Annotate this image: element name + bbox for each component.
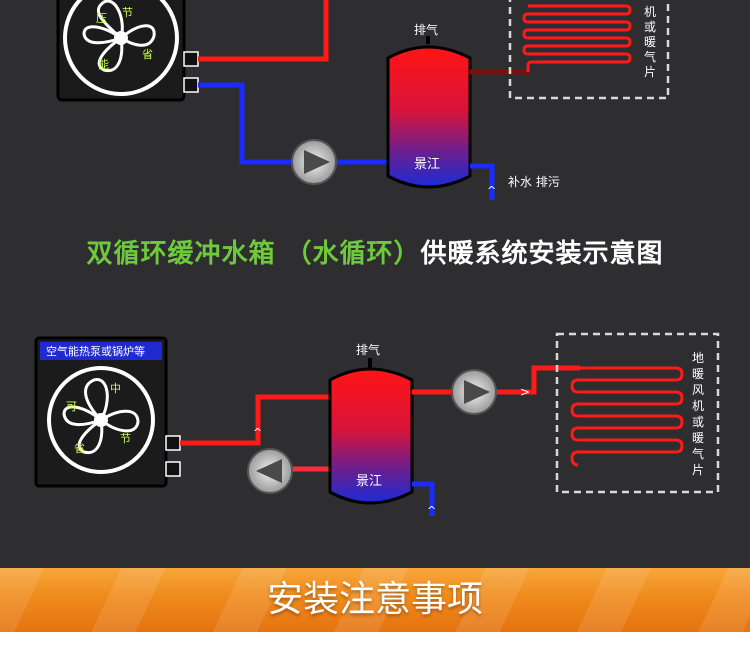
bottom-emitter-char-1: 地 [692, 351, 704, 365]
bottom-emitter-char-4: 机 [692, 399, 704, 413]
top-emitter-box: 机 或 暖 气 片 [508, 0, 670, 100]
bottom-drain-arrow-icon: ^ [427, 504, 436, 517]
top-emitter-char-1: 机 [644, 5, 656, 19]
bottom-makeup-drain-pipe [412, 481, 435, 516]
bottom-fan-char-1: 中 [110, 382, 121, 395]
diagram-title-green: 双循环缓冲水箱 （水循环） [86, 239, 421, 269]
top-fan-char-4: 能 [98, 57, 109, 71]
top-fan-char-3: 省 [142, 48, 153, 61]
top-circulation-pump [291, 139, 337, 185]
top-drain-arrow-icon: ^ [487, 184, 496, 197]
bottom-buffer-tank: 排气 景江 [328, 342, 414, 505]
bottom-heat-source-pump [247, 448, 293, 494]
bottom-fan-icon [62, 378, 140, 455]
bottom-exhaust-label: 排气 [356, 342, 380, 357]
bottom-tank-label: 景江 [356, 474, 382, 489]
top-fan-char-1: 压 [96, 12, 107, 25]
bottom-emitter-pump [451, 369, 497, 415]
bottom-emitter-char-6: 暖 [692, 431, 704, 445]
top-outlet-port [183, 51, 199, 67]
bottom-heat-pump-unit: 空气能热泵或锅炉等 中 可 节 省 [34, 336, 181, 488]
bottom-emitter-char-3: 风 [692, 383, 704, 397]
bottom-emitter-char-7: 气 [692, 446, 704, 461]
top-makeup-drain-label: 补水 排污 [508, 175, 560, 189]
bottom-emitter-supply-pipe-b [496, 365, 580, 395]
bottom-emitter-arrow-icon: > [520, 385, 530, 399]
top-fan-char-2: 节 [122, 6, 133, 19]
diagram-title-white: 供暖系统安装示意图 [420, 239, 664, 269]
bottom-white-strip [0, 632, 750, 651]
bottom-emitter-char-2: 暖 [692, 367, 704, 381]
top-emitter-char-4: 气 [644, 49, 656, 64]
bottom-outlet-port [165, 435, 181, 451]
top-emitter-char-2: 或 [644, 20, 656, 34]
top-exhaust-label: 排气 [414, 22, 438, 37]
diagram-title: 双循环缓冲水箱 （水循环）供暖系统安装示意图 [0, 232, 750, 276]
section-banner: 安装注意事项 [0, 568, 750, 632]
top-cold-return-pipe [198, 82, 292, 165]
bottom-emitter-box: 地 暖 风 机 或 暖 气 片 [555, 332, 720, 494]
top-emitter-char-5: 片 [644, 65, 656, 79]
bottom-hot-supply-pipe [180, 394, 330, 446]
bottom-emitter-char-8: 片 [692, 463, 704, 477]
bottom-heat-source-label-bg [40, 342, 162, 360]
top-tank-label: 景江 [414, 157, 440, 172]
top-heat-pump-unit: 压 节 省 能 [56, 0, 199, 102]
section-banner-text: 安装注意事项 [266, 579, 483, 620]
bottom-heat-source-pump-arrow-icon [256, 459, 282, 483]
top-floor-heating-coil [522, 4, 632, 72]
top-fan-icon [82, 0, 156, 73]
top-makeup-drain-pipe [470, 163, 495, 200]
bottom-emitter-pump-arrow-icon [464, 380, 490, 404]
top-buffer-tank: 排气 景江 [386, 22, 472, 189]
top-inlet-port [183, 77, 199, 93]
top-diagram: 压 节 省 能 排气 景江 ^ 补水 排污 [56, 0, 670, 200]
bottom-floor-heating-coil [570, 366, 684, 467]
bottom-diagram: 空气能热泵或锅炉等 中 可 节 省 ^ [34, 332, 720, 517]
bottom-heat-source-label: 空气能热泵或锅炉等 [46, 344, 145, 358]
top-emitter-char-3: 暖 [644, 35, 656, 49]
bottom-fan-char-3: 节 [120, 432, 131, 445]
top-hot-supply-pipe [198, 0, 329, 62]
bottom-supply-arrow-icon: ^ [253, 426, 262, 439]
bottom-fan-char-4: 省 [74, 442, 85, 455]
top-pump-arrow-icon [304, 150, 330, 174]
bottom-inlet-port [165, 461, 181, 477]
bottom-fan-char-2: 可 [66, 400, 77, 413]
bottom-emitter-char-5: 或 [692, 415, 704, 429]
